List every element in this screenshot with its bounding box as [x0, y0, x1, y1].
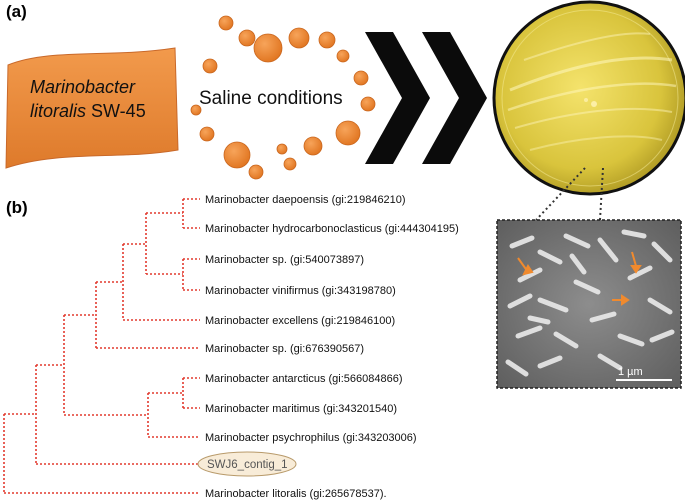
leaf-label: Marinobacter antarcticus (gi:566084866) — [205, 373, 403, 385]
chevron-arrows-icon — [365, 32, 487, 164]
bubble — [248, 164, 264, 180]
phylogenetic-tree — [3, 198, 200, 494]
panel-a-label: (a) — [6, 2, 27, 21]
bubble — [253, 33, 283, 63]
bubble — [218, 15, 234, 31]
leaf-label: Marinobacter sp. (gi:540073897) — [205, 254, 364, 266]
leaf-label: Marinobacter maritimus (gi:343201540) — [205, 403, 397, 415]
bubble — [303, 136, 323, 156]
bubble — [223, 141, 251, 169]
organism-flag — [5, 47, 179, 169]
bubble — [283, 157, 297, 171]
bubble — [202, 58, 218, 74]
leaf-label: Marinobacter psychrophilus (gi:343203006… — [205, 432, 417, 444]
scale-bar-label: 1 µm — [618, 366, 643, 378]
saline-label: Saline conditions — [199, 88, 343, 109]
bubble — [335, 120, 361, 146]
bubble — [190, 104, 202, 116]
leaf-label: Marinobacter excellens (gi:219846100) — [205, 315, 395, 327]
bubble — [353, 70, 369, 86]
bubble — [318, 31, 336, 49]
leaf-labels: Marinobacter daepoensis (gi:219846210) M… — [205, 194, 459, 500]
bubble — [238, 29, 256, 47]
leaf-label: Marinobacter litoralis (gi:265678537). — [205, 488, 387, 500]
organism-strain: SW-45 — [86, 101, 146, 121]
organism-name: Marinobacter litoralis SW-45 — [30, 75, 180, 123]
leaf-label: Marinobacter hydrocarbonoclasticus (gi:4… — [205, 223, 459, 235]
panel-b-label: (b) — [6, 198, 28, 217]
bubble — [288, 27, 310, 49]
bubble — [276, 143, 288, 155]
bubble — [199, 126, 215, 142]
organism-genus: Marinobacter — [30, 77, 136, 97]
bubble — [360, 96, 376, 112]
leaf-label: Marinobacter daepoensis (gi:219846210) — [205, 194, 406, 206]
organism-species: litoralis — [30, 101, 87, 121]
leaf-label-highlighted: SWJ6_contig_1 — [207, 459, 288, 471]
highlight-oval — [197, 451, 297, 477]
sem-micrograph — [496, 219, 682, 389]
leaf-label: Marinobacter sp. (gi:676390567) — [205, 343, 364, 355]
agar-plate-image — [492, 0, 685, 196]
saline-bubbles — [190, 15, 376, 180]
bubble — [336, 49, 350, 63]
zoom-connector-lines — [535, 167, 604, 221]
leaf-label: Marinobacter vinifirmus (gi:343198780) — [205, 285, 396, 297]
